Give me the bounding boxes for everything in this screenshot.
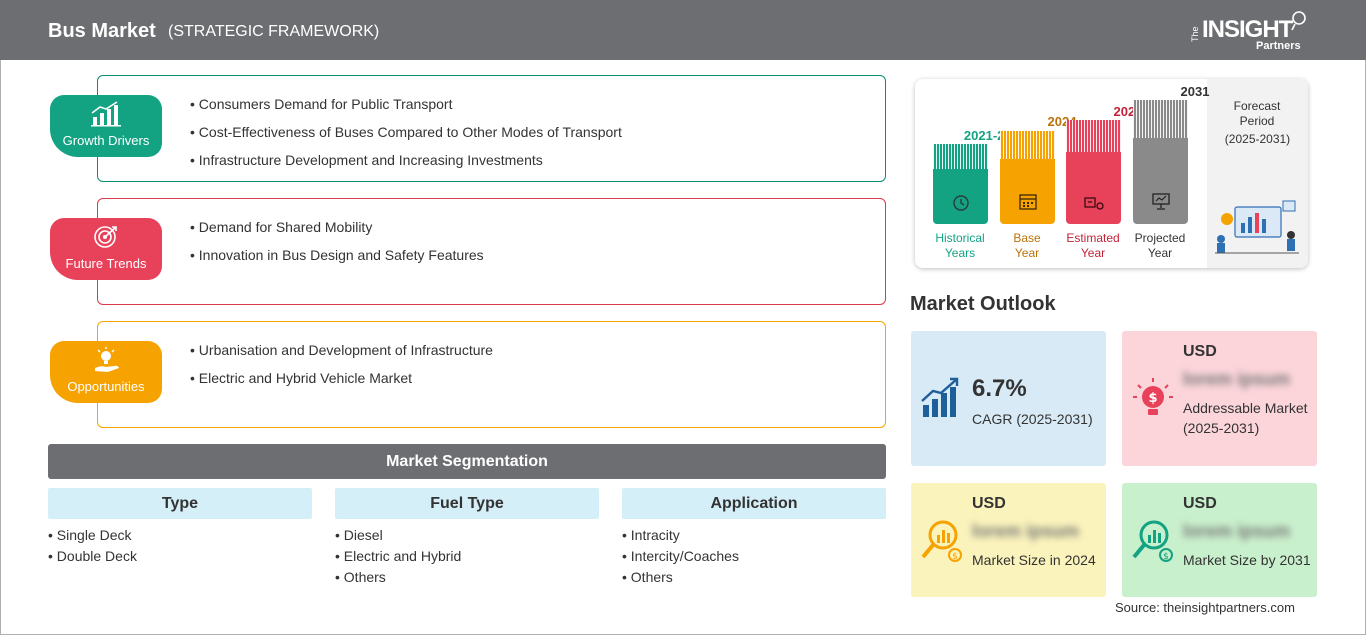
segment-application: Application Intracity Intercity/Coaches … xyxy=(622,488,886,588)
list-item: Intracity xyxy=(622,525,886,546)
list-item: Innovation in Bus Design and Safety Feat… xyxy=(190,245,484,273)
growth-chart-icon xyxy=(91,101,121,127)
timeline-bar xyxy=(1000,131,1055,224)
magnifier-chart-icon: $ xyxy=(921,520,962,562)
forecast-title: Forecast Period xyxy=(1233,99,1281,128)
growth-drivers-badge: Growth Drivers xyxy=(50,95,162,157)
page-subtitle: (STRATEGIC FRAMEWORK) xyxy=(168,23,380,40)
forecast-period: (2025-2031) xyxy=(1224,132,1291,146)
magnifier-chart-icon: $ xyxy=(1132,520,1173,562)
cagr-tile: 6.7% CAGR (2025-2031) xyxy=(911,331,1106,466)
size-2024-label: Market Size in 2024 xyxy=(972,552,1096,568)
source-link[interactable]: Source: theinsightpartners.com xyxy=(1115,600,1295,615)
timeline-bar xyxy=(1133,100,1188,224)
growth-drivers-label: Growth Drivers xyxy=(62,133,150,148)
segment-fuel-type-header: Fuel Type xyxy=(335,488,599,519)
segment-application-header: Application xyxy=(622,488,886,519)
market-segmentation-header: Market Segmentation xyxy=(48,444,886,479)
estimate-icon xyxy=(1083,197,1104,210)
list-item: Intercity/Coaches xyxy=(622,546,886,567)
future-trends-list: Demand for Shared Mobility Innovation in… xyxy=(190,217,484,273)
opportunities-badge: Opportunities xyxy=(50,341,162,403)
list-item: Cost-Effectiveness of Buses Compared to … xyxy=(190,122,622,150)
list-item: Single Deck xyxy=(48,525,312,546)
market-outlook-title: Market Outlook xyxy=(910,293,1056,315)
list-item: Demand for Shared Mobility xyxy=(190,217,484,245)
segment-type-header: Type xyxy=(48,488,312,519)
future-trends-label: Future Trends xyxy=(65,256,147,271)
addressable-usd: USD xyxy=(1183,343,1217,360)
logo-partners: Partners xyxy=(1256,40,1301,52)
dollar-bulb-icon: $ xyxy=(1133,378,1173,415)
list-item: Others xyxy=(622,567,886,588)
timeline-year: 2031 xyxy=(1180,84,1210,99)
presentation-icon xyxy=(1151,193,1170,210)
growth-drivers-list: Consumers Demand for Public Transport Co… xyxy=(190,94,622,178)
market-size-2024-tile: $ USD lorem ipsum Market Size in 2024 xyxy=(911,483,1106,597)
segment-fuel-type: Fuel Type Diesel Electric and Hybrid Oth… xyxy=(335,488,599,588)
logo-bulb-icon xyxy=(1291,11,1306,31)
opportunities-card: Urbanisation and Development of Infrastr… xyxy=(97,321,886,428)
list-item: Consumers Demand for Public Transport xyxy=(190,94,622,122)
addressable-label: Addressable Market (2025-2031) xyxy=(1183,400,1308,436)
list-item: Electric and Hybrid xyxy=(335,546,599,567)
size-2024-usd: USD xyxy=(972,495,1006,512)
growth-chart-icon xyxy=(921,377,959,417)
size-2031-label: Market Size by 2031 xyxy=(1183,552,1311,568)
calendar-icon xyxy=(1018,194,1037,210)
svg-text:$: $ xyxy=(952,552,958,562)
header-bar: Bus Market (STRATEGIC FRAMEWORK) The INS… xyxy=(0,0,1366,60)
logo-insight: INSIGHT xyxy=(1202,16,1293,43)
size-2024-value: lorem ipsum xyxy=(972,521,1080,541)
target-icon xyxy=(94,226,117,248)
cagr-value: 6.7% xyxy=(972,375,1027,402)
analytics-illustration-icon xyxy=(1215,200,1299,254)
opportunities-label: Opportunities xyxy=(67,379,145,394)
addressable-value: lorem ipsum xyxy=(1183,369,1291,389)
size-2031-usd: USD xyxy=(1183,495,1217,512)
future-trends-badge: Future Trends xyxy=(50,218,162,280)
list-item: Urbanisation and Development of Infrastr… xyxy=(190,340,493,368)
list-item: Infrastructure Development and Increasin… xyxy=(190,150,622,178)
history-icon xyxy=(952,195,969,211)
market-size-2031-tile: $ USD lorem ipsum Market Size by 2031 xyxy=(1122,483,1317,597)
idea-hand-icon xyxy=(95,347,119,372)
growth-drivers-card: Consumers Demand for Public Transport Co… xyxy=(97,75,886,182)
list-item: Double Deck xyxy=(48,546,312,567)
svg-text:$: $ xyxy=(1148,391,1157,406)
logo-the: The xyxy=(1190,26,1200,42)
page-title: Bus Market xyxy=(48,20,156,42)
insight-partners-logo: The INSIGHT Partners xyxy=(1190,10,1310,54)
timeline-bar xyxy=(1066,120,1121,224)
timeline-bar xyxy=(933,144,988,224)
svg-text:$: $ xyxy=(1163,552,1169,562)
segment-type: Type Single Deck Double Deck xyxy=(48,488,312,567)
list-item: Others xyxy=(335,567,599,588)
cagr-label: CAGR (2025-2031) xyxy=(972,411,1093,427)
list-item: Diesel xyxy=(335,525,599,546)
opportunities-list: Urbanisation and Development of Infrastr… xyxy=(190,340,493,396)
addressable-market-tile: $ USD lorem ipsum Addressable Market (20… xyxy=(1122,331,1317,466)
size-2031-value: lorem ipsum xyxy=(1183,521,1291,541)
future-trends-card: Demand for Shared Mobility Innovation in… xyxy=(97,198,886,305)
list-item: Electric and Hybrid Vehicle Market xyxy=(190,368,493,396)
